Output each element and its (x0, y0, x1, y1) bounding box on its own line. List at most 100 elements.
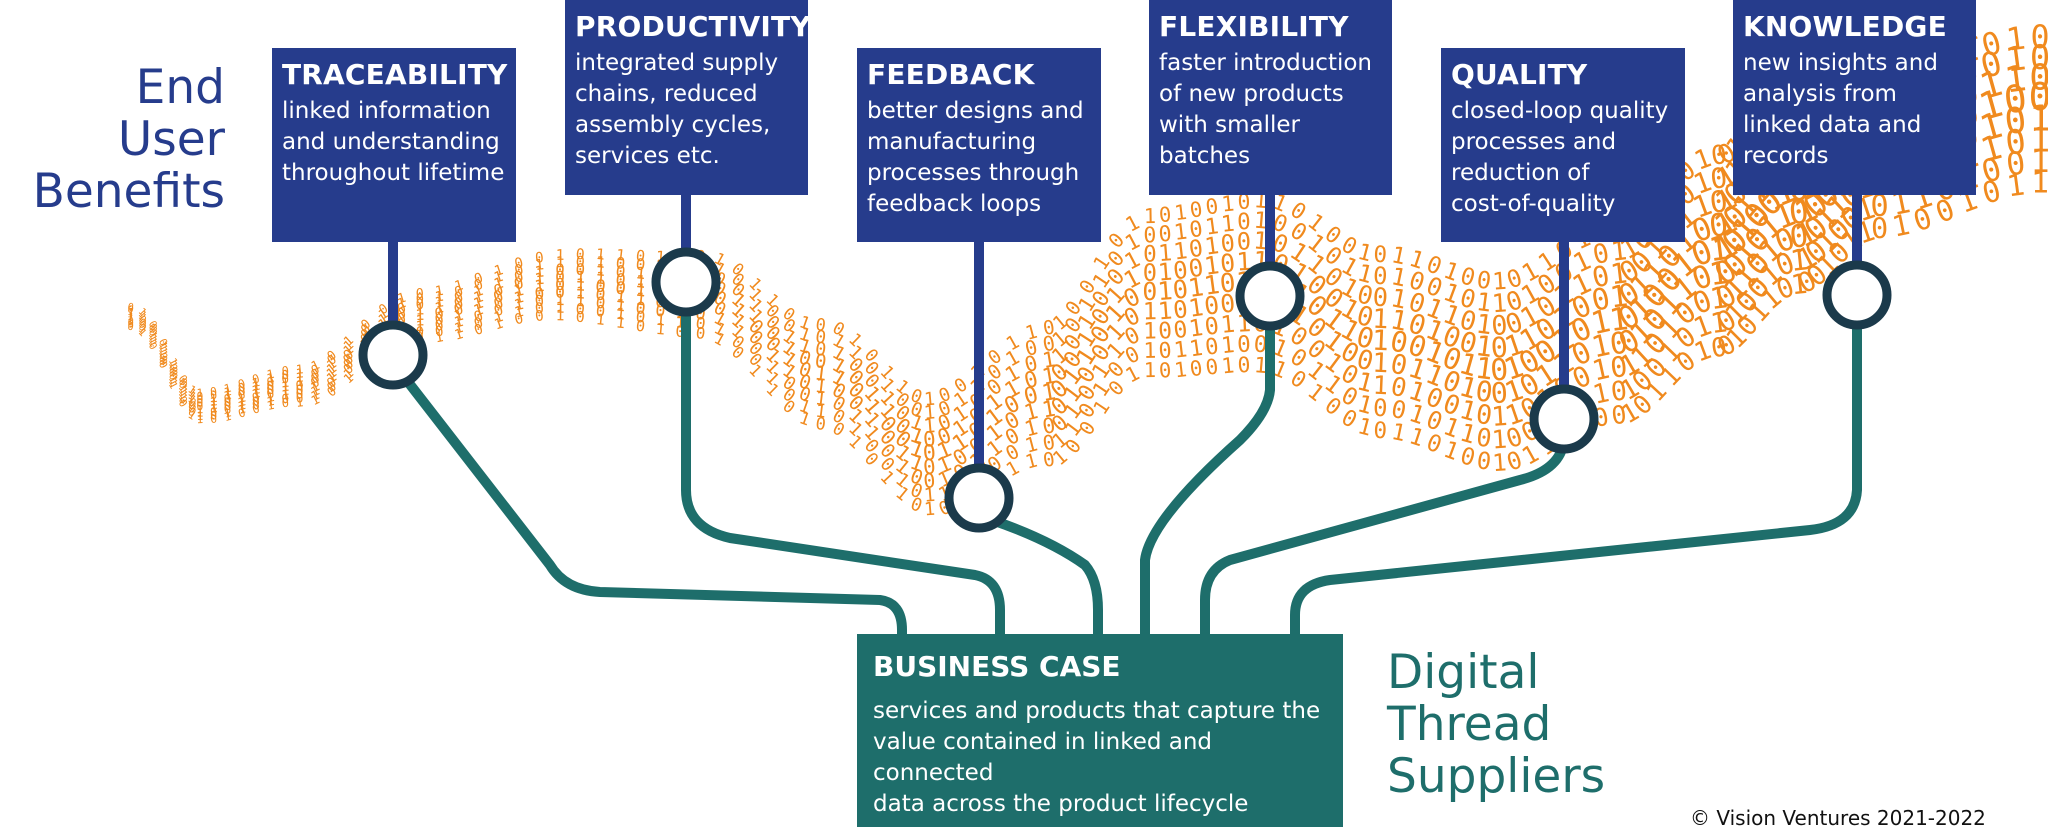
binary-digit: 0 (209, 412, 218, 426)
connection-node (944, 463, 1014, 533)
binary-digit: 1 (1589, 352, 1613, 388)
binary-digit: 1 (295, 370, 304, 386)
binary-digit: 0 (1158, 338, 1173, 364)
desc-line: of new products (1159, 81, 1344, 107)
binary-digit: 1 (1789, 269, 1809, 302)
binary-digit: 0 (695, 313, 707, 333)
binary-digit: 1 (1388, 283, 1409, 316)
binary-digit: 0 (1041, 430, 1057, 456)
binary-digit: 0 (1158, 222, 1173, 248)
binary-digit: 0 (265, 377, 276, 393)
binary-digit: 1 (1157, 240, 1173, 267)
binary-digit: 0 (1219, 288, 1237, 318)
binary-digit: 0 (513, 311, 525, 329)
binary-digit: 1 (434, 283, 445, 300)
binary-digit: 0 (695, 323, 707, 343)
benefit-description: faster introduction of new products with… (1159, 48, 1382, 172)
binary-digit: 1 (1788, 242, 1809, 278)
binary-digit: 1 (156, 345, 171, 357)
binary-digit: 1 (222, 381, 232, 396)
binary-digit: 0 (1870, 189, 1890, 225)
binary-digit: 0 (1142, 277, 1157, 306)
binary-digit: 1 (655, 310, 666, 330)
binary-digit: 1 (222, 409, 232, 424)
binary-digit: 1 (433, 299, 445, 317)
desc-line: analysis from (1743, 81, 1897, 107)
binary-digit: 0 (1389, 395, 1409, 425)
binary-digit: 0 (453, 283, 466, 301)
binary-digit: 0 (1457, 283, 1479, 315)
desc-line: linked data and (1743, 112, 1922, 138)
binary-digit: 1 (1372, 304, 1389, 336)
binary-digit: 1 (1173, 337, 1189, 363)
binary-digit: 1 (555, 299, 564, 317)
binary-digit: 1 (1490, 401, 1508, 433)
connection-node (1529, 384, 1599, 454)
desc-line: closed-loop quality (1451, 98, 1669, 124)
binary-digit: 0 (156, 337, 170, 348)
binary-digit: 0 (555, 261, 565, 279)
binary-digit: 1 (923, 499, 936, 521)
binary-digit: 0 (1158, 358, 1172, 383)
binary-digit: 0 (251, 398, 262, 413)
binary-digit: 1 (1706, 228, 1731, 269)
binary-digit: 1 (575, 274, 586, 295)
binary-digit: 1 (1252, 226, 1269, 255)
binary-digit: 1 (1708, 280, 1730, 316)
binary-digit: 0 (1372, 282, 1389, 313)
binary-digit: 0 (2030, 20, 2048, 56)
binary-digit: 0 (1589, 259, 1613, 295)
binary-digit: 1 (1406, 423, 1427, 452)
desc-line: feedback loops (867, 191, 1042, 217)
benefit-title: QUALITY (1451, 58, 1588, 91)
binary-digit: 1 (615, 304, 626, 324)
binary-digit: 1 (1607, 301, 1630, 339)
binary-digit: 1 (1475, 287, 1494, 318)
binary-digit: 0 (1171, 274, 1190, 305)
binary-digit: 0 (433, 304, 445, 323)
binary-digit: 1 (1204, 213, 1221, 241)
binary-digit: 0 (250, 389, 261, 406)
binary-digit: 1 (265, 367, 275, 382)
binary-digit: 1 (236, 394, 247, 410)
binary-digit: 0 (922, 454, 936, 479)
binary-digit: 1 (1173, 357, 1188, 382)
binary-digit: 0 (1158, 202, 1172, 227)
binary-digit: 1 (1473, 351, 1495, 387)
binary-digit: 0 (575, 300, 585, 319)
binary-digit: 0 (236, 380, 247, 395)
binary-digit: 1 (281, 387, 290, 403)
binary-digit: 1 (655, 320, 666, 339)
binary-digit: 1 (555, 291, 565, 309)
binary-digit: 0 (1204, 333, 1221, 361)
binary-digit: 1 (1187, 314, 1205, 343)
binary-digit: 0 (2029, 57, 2048, 98)
copyright-notice: © Vision Ventures 2021-2022 (1690, 806, 1986, 830)
binary-digit: 0 (1157, 318, 1173, 345)
binary-digit: 0 (1143, 241, 1157, 267)
benefit-description: integrated supply chains, reduced assemb… (575, 48, 798, 172)
binary-digit: 1 (814, 402, 827, 423)
binary-digit: 0 (1041, 315, 1056, 340)
benefit-description: new insights and analysis from linked da… (1743, 48, 1966, 172)
binary-digit: 1 (1143, 297, 1158, 325)
binary-digit: 0 (575, 260, 586, 280)
binary-digit: 0 (675, 323, 685, 341)
binary-digit: 1 (2003, 38, 2028, 79)
binary-digit: 1 (1144, 358, 1157, 382)
binary-digit: 1 (1355, 239, 1375, 268)
binary-digit: 0 (281, 396, 290, 411)
binary-digit: 1 (415, 312, 424, 329)
binary-digit: 0 (1475, 423, 1494, 454)
binary-digit: 1 (1457, 418, 1479, 450)
binary-digit: 0 (534, 308, 544, 325)
binary-digit: 1 (1203, 231, 1221, 261)
desc-line: faster introduction (1159, 50, 1372, 76)
business-case-title: BUSINESS CASE (873, 650, 1121, 683)
binary-digit: 0 (534, 292, 545, 311)
binary-digit: 0 (2004, 145, 2028, 183)
binary-digit: 1 (236, 390, 248, 407)
binary-digit: 1 (1202, 270, 1221, 302)
binary-digit: 1 (1474, 329, 1495, 364)
binary-digit: 0 (166, 362, 181, 374)
